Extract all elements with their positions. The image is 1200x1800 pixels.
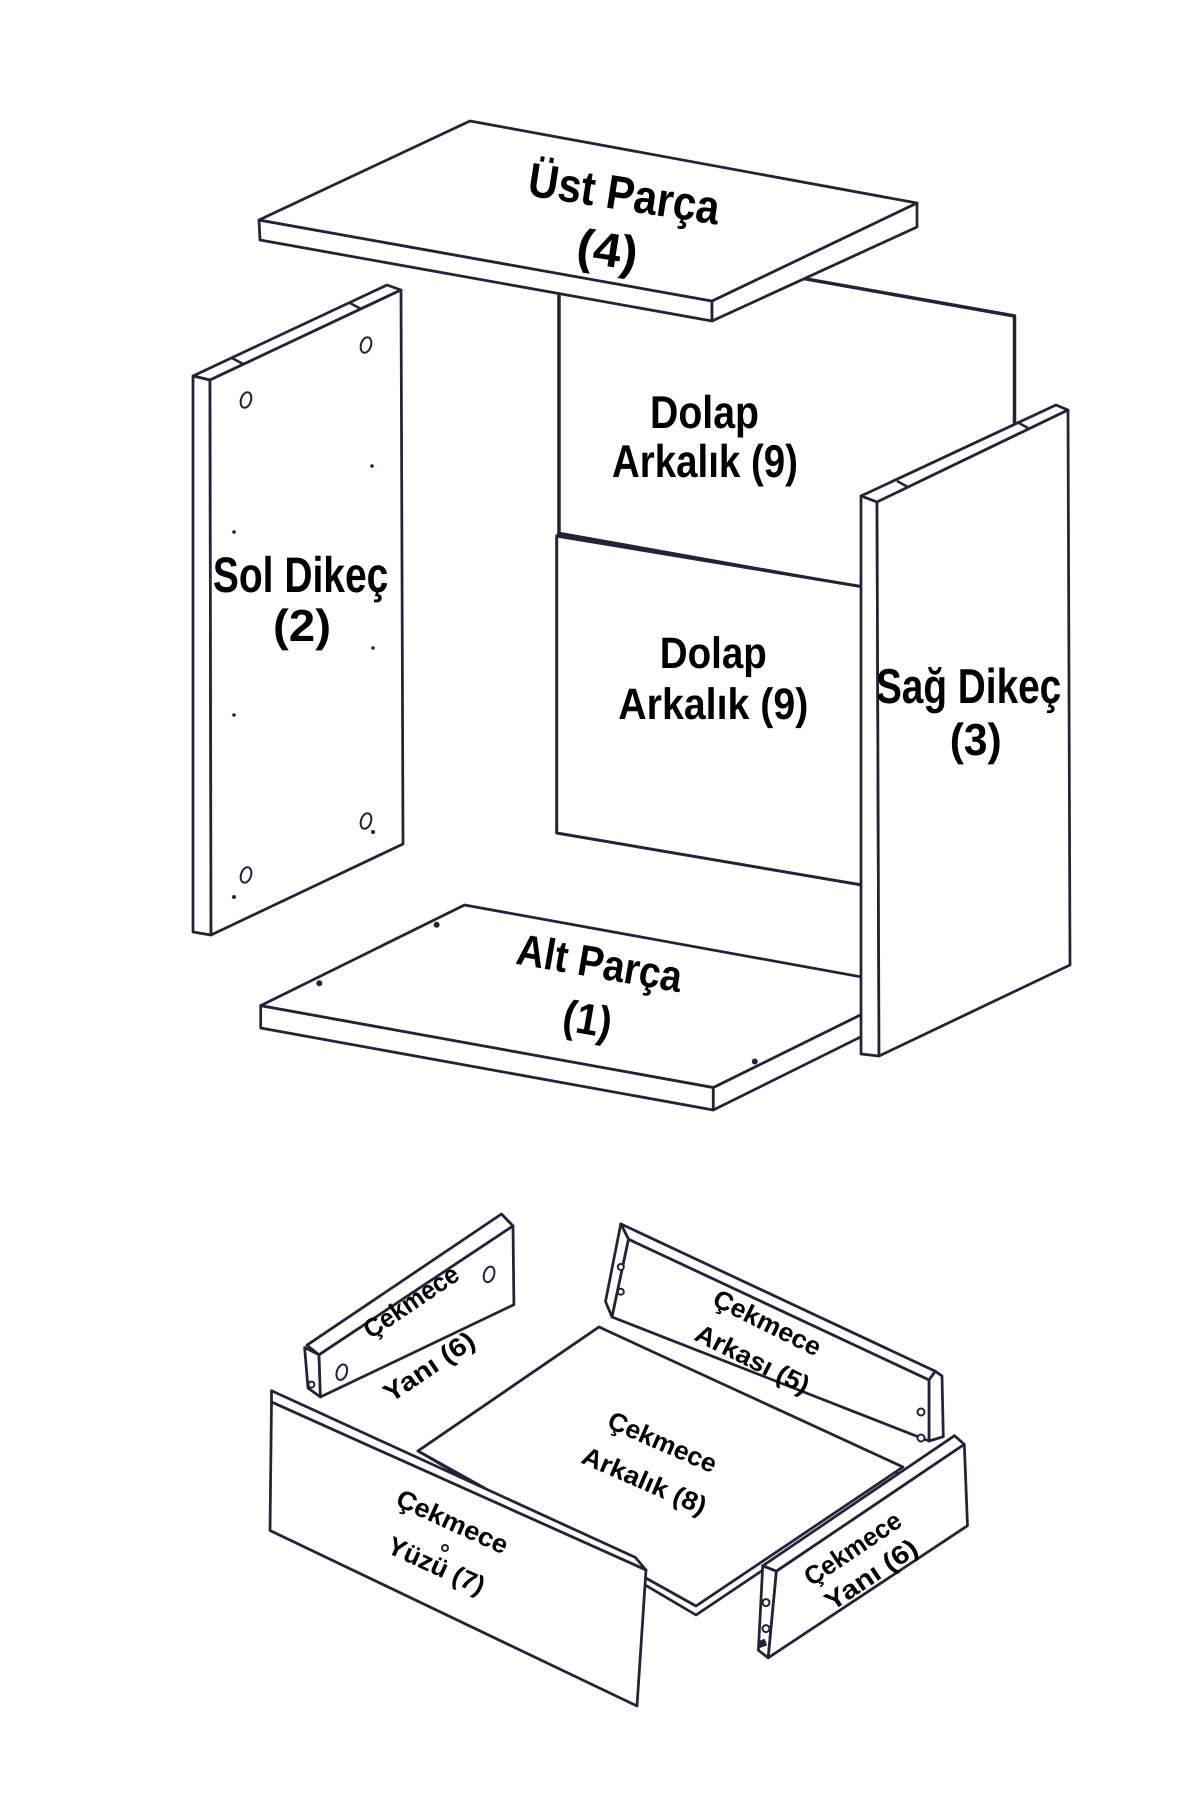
svg-text:Dolap: Dolap <box>660 629 767 678</box>
svg-text:(3): (3) <box>950 714 1002 765</box>
svg-text:Arkalık (9): Arkalık (9) <box>612 435 798 487</box>
svg-text:Sol Dikeç: Sol Dikeç <box>213 547 389 603</box>
svg-text:(1): (1) <box>559 991 616 1048</box>
svg-text:Dolap: Dolap <box>650 386 759 438</box>
svg-text:(2): (2) <box>273 600 331 651</box>
svg-text:(4): (4) <box>573 220 641 282</box>
svg-text:Arkalık (9): Arkalık (9) <box>618 680 808 729</box>
svg-text:Sağ Dikeç: Sağ Dikeç <box>876 660 1061 714</box>
